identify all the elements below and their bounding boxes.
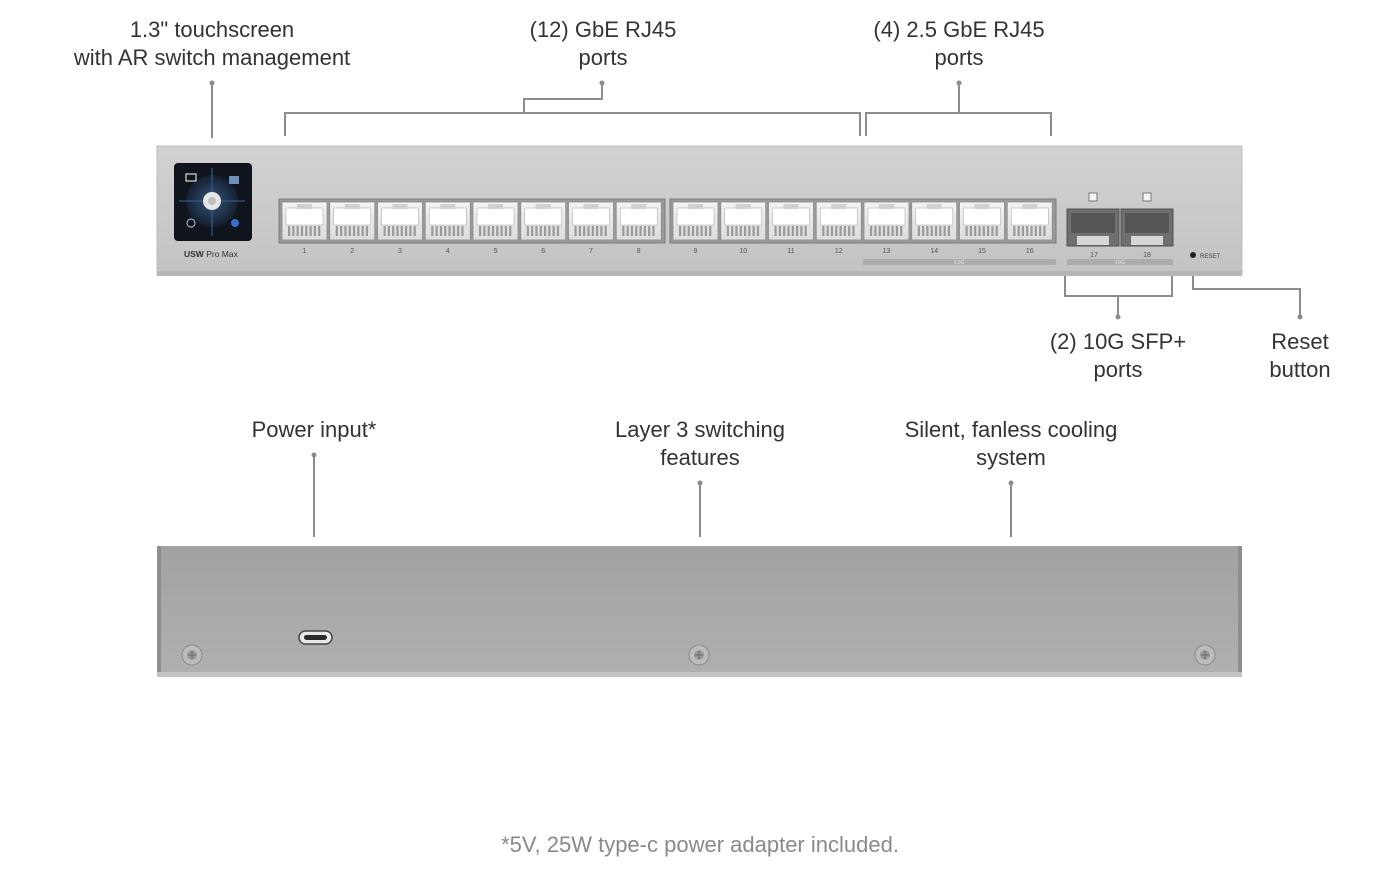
- sfp-cage-18[interactable]: [1120, 192, 1174, 247]
- rj45-ports: [281, 201, 1053, 241]
- power-input-callout: Power input*: [194, 416, 434, 444]
- footnote: *5V, 25W type-c power adapter included.: [501, 832, 899, 857]
- callout-line-2: with AR switch management: [73, 45, 351, 70]
- group-10g-label: 10G: [1115, 260, 1125, 266]
- front-leader-lines: [211, 84, 1301, 316]
- ports-2-5g-callout: (4) 2.5 GbE RJ45 ports: [839, 16, 1079, 72]
- rj45-port-1[interactable]: [281, 201, 328, 241]
- callout-line-1: (12) GbE RJ45: [529, 17, 677, 42]
- touchscreen-display[interactable]: [174, 163, 252, 241]
- screen-icon: [229, 176, 239, 184]
- callout-line-2: ports: [578, 45, 628, 70]
- rj45-port-9[interactable]: [672, 201, 719, 241]
- port-number-8: 8: [637, 248, 641, 255]
- back-leader-lines: [313, 456, 1012, 537]
- rj45-port-11[interactable]: [768, 201, 814, 241]
- rj45-port-4[interactable]: [424, 201, 471, 241]
- sfp-ports-callout: (2) 10G SFP+ ports: [1018, 328, 1218, 384]
- reset-button[interactable]: [1190, 252, 1196, 258]
- port-number-13: 13: [883, 248, 891, 255]
- callout-line-2: features: [660, 445, 740, 470]
- port-number-3: 3: [398, 248, 402, 255]
- callout-line-2: ports: [1093, 357, 1143, 382]
- screw-center: [688, 644, 710, 666]
- callout-line-1: (2) 10G SFP+: [1049, 329, 1187, 354]
- rj45-port-3[interactable]: [377, 201, 423, 241]
- rj45-port-5[interactable]: [472, 201, 519, 241]
- rj45-port-15[interactable]: [959, 201, 1005, 241]
- callout-line-1: Reset: [1271, 329, 1329, 354]
- rj45-port-13[interactable]: [863, 201, 910, 241]
- front-leader-dots: [209, 80, 1303, 320]
- switch-back-panel: [157, 546, 1242, 677]
- cooling-callout: Silent, fanless cooling system: [871, 416, 1151, 472]
- gbe-leader: [523, 84, 603, 113]
- gbe-ports-callout: (12) GbE RJ45 ports: [483, 16, 723, 72]
- port-number-10: 10: [739, 248, 747, 255]
- port-number-14: 14: [930, 248, 938, 255]
- model-label-bold: USW: [184, 249, 205, 259]
- port-number-7: 7: [589, 248, 593, 255]
- reset-label: RESET: [1200, 254, 1220, 260]
- sfp-number-17: 17: [1090, 252, 1098, 259]
- rj45-port-6[interactable]: [520, 201, 567, 241]
- gbe-bracket: [284, 112, 861, 136]
- screw-left: [181, 644, 203, 666]
- model-label: USW Pro Max: [184, 249, 239, 259]
- back-leader-dots: [311, 452, 1014, 486]
- rj45-port-10[interactable]: [720, 201, 767, 241]
- callout-line-2: ports: [934, 45, 984, 70]
- usb-c-power-port[interactable]: [298, 630, 333, 645]
- port-number-2: 2: [350, 248, 354, 255]
- sfp-led: [1142, 192, 1152, 202]
- group-2-5g-bar: [863, 259, 1056, 265]
- port-number-4: 4: [446, 248, 450, 255]
- layer3-callout: Layer 3 switching features: [570, 416, 830, 472]
- rj45-port-2[interactable]: [329, 201, 376, 241]
- port-number-15: 15: [978, 248, 986, 255]
- rj45-port-8[interactable]: [615, 201, 662, 241]
- sfp-led: [1088, 192, 1098, 202]
- callout-line-1: Layer 3 switching: [615, 417, 785, 442]
- sfp-cage-17[interactable]: [1066, 192, 1120, 247]
- model-label-rest: Pro Max: [204, 249, 239, 259]
- callout-line-1: Silent, fanless cooling: [904, 417, 1118, 442]
- callout-line-1: (4) 2.5 GbE RJ45: [873, 17, 1045, 42]
- port-number-9: 9: [694, 248, 698, 255]
- touchscreen-callout: 1.3" touchscreen with AR switch manageme…: [62, 16, 362, 72]
- port-number-6: 6: [541, 248, 545, 255]
- rj45-port-16[interactable]: [1006, 201, 1053, 241]
- ports-2-5g-bracket: [865, 112, 1052, 136]
- port-number-16: 16: [1026, 248, 1034, 255]
- reset-callout: Reset button: [1240, 328, 1360, 384]
- port-number-5: 5: [494, 248, 498, 255]
- reset-leader: [1192, 264, 1301, 316]
- rj45-port-12[interactable]: [815, 201, 862, 241]
- callout-line-1: Power input*: [251, 417, 377, 442]
- port-number-12: 12: [835, 248, 843, 255]
- rj45-port-14[interactable]: [911, 201, 958, 241]
- screw-right: [1194, 644, 1216, 666]
- sfp-number-18: 18: [1143, 252, 1151, 259]
- screen-icon: [185, 173, 197, 182]
- callout-line-2: button: [1269, 357, 1331, 382]
- port-number-11: 11: [787, 248, 794, 255]
- rj45-port-7[interactable]: [568, 201, 614, 241]
- port-number-1: 1: [303, 248, 307, 255]
- callout-line-2: system: [976, 445, 1046, 470]
- group-10g-bar: [1067, 259, 1173, 265]
- group-2-5g-label: 2.5G: [954, 260, 965, 266]
- callout-line-1: 1.3" touchscreen: [129, 17, 295, 42]
